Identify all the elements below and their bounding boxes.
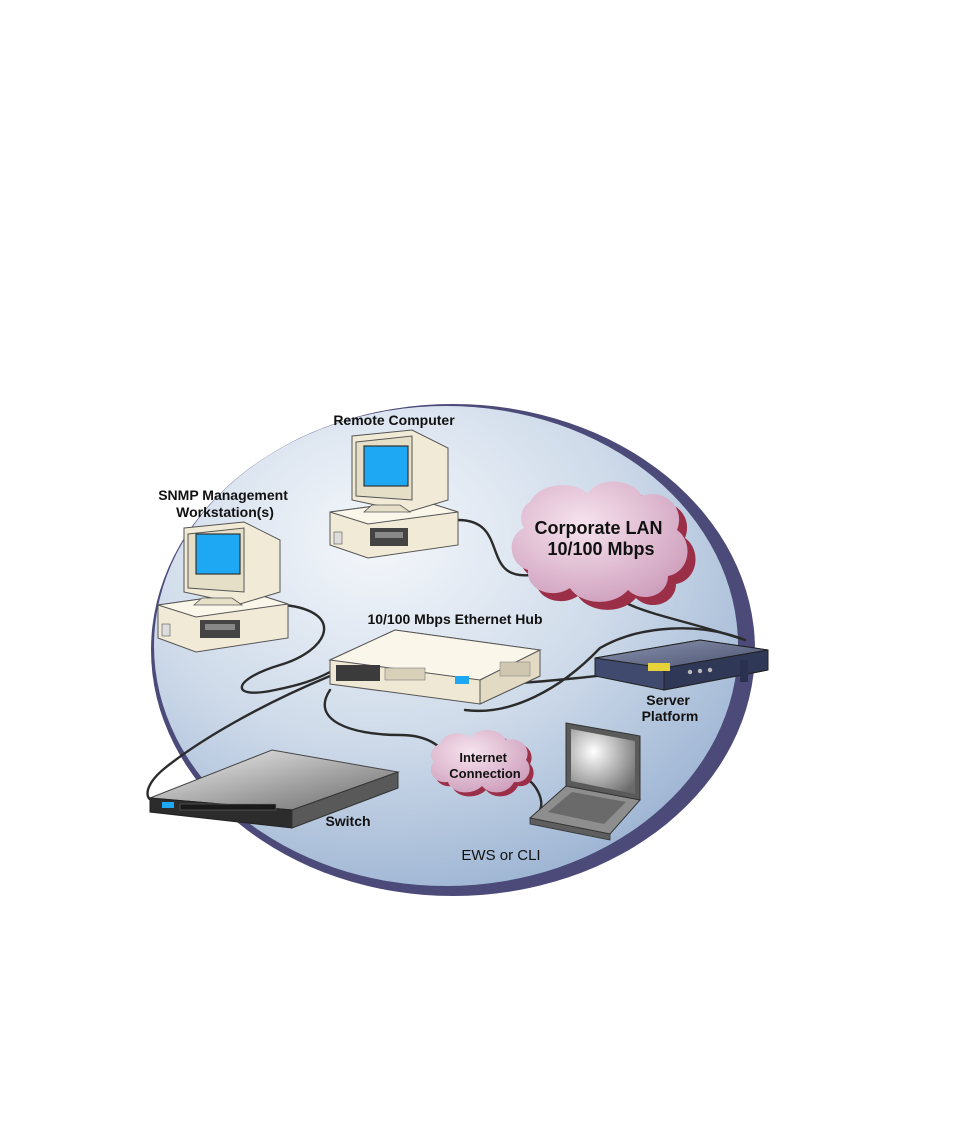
label-server-line2: Platform: [642, 708, 699, 724]
label-ews-or-cli: EWS or CLI: [461, 847, 540, 864]
label-internet-line2: Connection: [449, 766, 521, 781]
label-server-line1: Server: [646, 692, 690, 708]
label-internet-connection: Internet Connection: [449, 750, 521, 781]
label-switch: Switch: [325, 813, 370, 829]
remote-computer-screen: [364, 446, 408, 486]
label-lan-line2: 10/100 Mbps: [547, 539, 654, 559]
label-lan-line1: Corporate LAN: [534, 518, 662, 538]
label-snmp-line2: Workstation(s): [176, 504, 274, 520]
snmp-workstation-screen: [196, 534, 240, 574]
label-internet-line1: Internet: [459, 750, 507, 765]
label-server-platform: Server Platform: [642, 692, 699, 724]
label-snmp-line1: SNMP Management: [158, 487, 288, 503]
label-corporate-lan: Corporate LAN 10/100 Mbps: [534, 518, 667, 559]
label-ethernet-hub: 10/100 Mbps Ethernet Hub: [367, 611, 542, 627]
label-snmp-workstation: SNMP Management Workstation(s): [158, 487, 292, 520]
label-remote-computer: Remote Computer: [333, 412, 455, 428]
